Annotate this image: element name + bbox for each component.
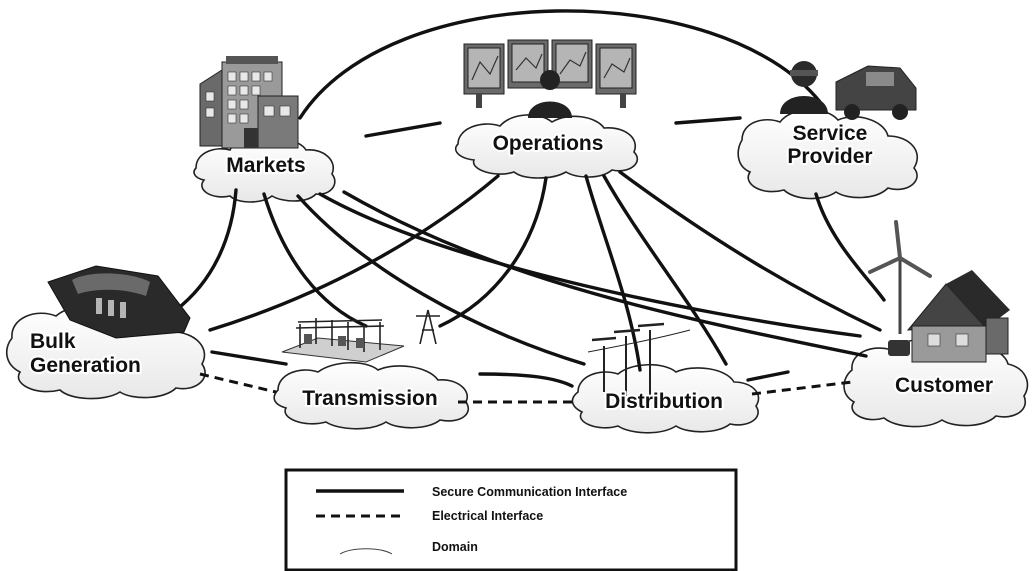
power-plant-icon	[47, 265, 191, 339]
elink-distribution-customer	[751, 380, 853, 396]
link-transmission-distribution	[478, 372, 574, 388]
link-operations-distribution-a	[584, 174, 642, 372]
elink-bulk-generation-transmission	[199, 372, 277, 394]
operations-label: Operations	[493, 132, 604, 155]
link-markets-distribution	[296, 194, 586, 366]
bulk-generation-label-line2: Generation	[30, 354, 141, 377]
link-operations-service-provider	[674, 116, 742, 125]
legend-electrical: Electrical Interface	[432, 509, 543, 523]
markets-label: Markets	[226, 154, 305, 177]
legend-swatch-domain	[339, 548, 393, 555]
communication-links	[174, 9, 886, 388]
link-markets-transmission	[262, 192, 368, 328]
link-markets-customer-a	[318, 192, 862, 338]
customer-label: Customer	[895, 374, 993, 397]
link-markets-bulk-generation	[174, 188, 238, 312]
distribution-cloud	[571, 363, 760, 434]
service-truck-icon	[780, 61, 917, 120]
bulk-generation-label-line1: Bulk	[30, 330, 76, 353]
operations-cloud	[454, 114, 639, 179]
legend: Secure Communication Interface Electrica…	[284, 468, 738, 571]
domain-clouds	[5, 109, 1029, 434]
link-distribution-customer	[746, 370, 790, 382]
link-operations-customer	[618, 170, 882, 332]
legend-secure-communication: Secure Communication Interface	[432, 485, 627, 499]
link-operations-distribution-b	[602, 174, 728, 366]
distribution-label: Distribution	[605, 390, 723, 413]
service-provider-label-line2: Provider	[787, 145, 872, 168]
substation-icon	[281, 309, 440, 363]
transmission-cloud	[273, 361, 469, 430]
link-markets-operations	[364, 121, 442, 138]
legend-box	[284, 468, 738, 571]
house-wind-turbine-icon	[868, 220, 1010, 363]
link-service-provider-customer	[814, 192, 886, 302]
legend-domain: Domain	[432, 540, 478, 554]
link-markets-service-provider	[298, 9, 822, 120]
service-provider-label-line1: Service	[793, 122, 868, 145]
control-room-icon	[463, 39, 637, 118]
link-bulk-generation-transmission	[210, 350, 288, 366]
utility-pole-icon	[587, 322, 691, 398]
link-markets-customer-b	[342, 190, 868, 358]
domain-labels: Markets Operations Service Provider Bulk…	[28, 120, 995, 415]
link-operations-bulk-generation	[208, 174, 500, 332]
electrical-links	[199, 372, 853, 404]
link-operations-transmission	[438, 176, 548, 328]
building-icon	[199, 56, 299, 149]
transmission-label: Transmission	[302, 387, 437, 410]
